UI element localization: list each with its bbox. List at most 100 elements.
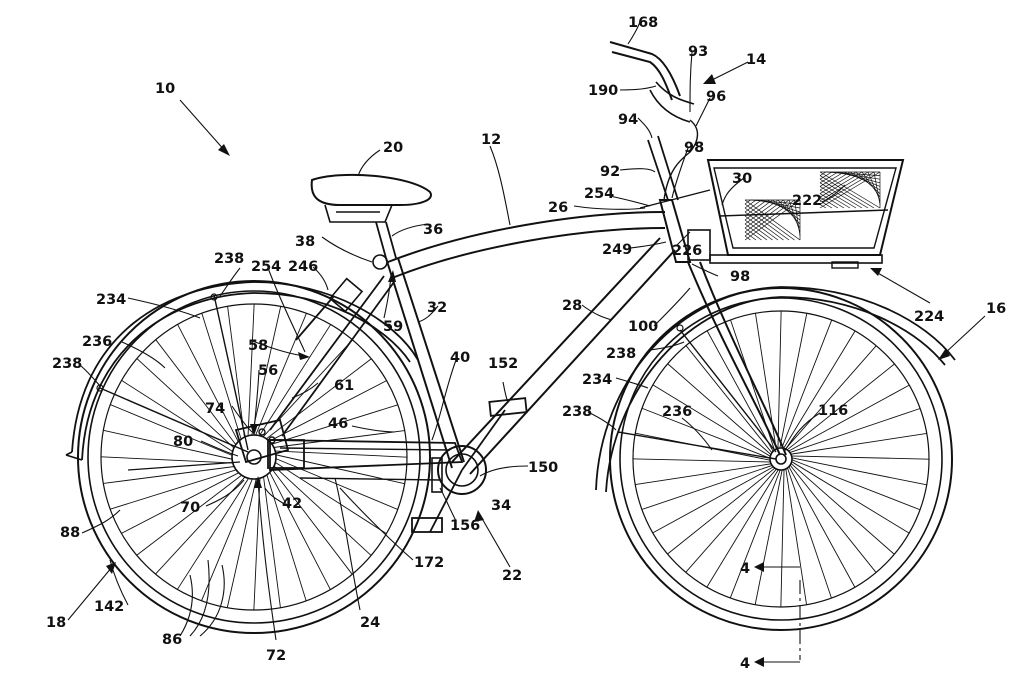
spoke — [685, 345, 774, 455]
mesh-line — [855, 171, 881, 194]
rear-wheel — [77, 280, 431, 634]
spoke — [270, 450, 408, 458]
spoke — [103, 429, 237, 461]
spoke — [706, 330, 775, 454]
spoke — [270, 462, 372, 556]
callout-93: 93 — [688, 44, 708, 60]
front-wheel-spokes — [632, 310, 930, 608]
spoke — [121, 470, 243, 534]
spoke — [787, 464, 856, 588]
spoke — [641, 407, 773, 460]
callout-98-lower: 98 — [730, 269, 750, 285]
callout-238-front-top: 238 — [606, 346, 636, 362]
spoke — [788, 432, 927, 455]
spoke — [778, 313, 808, 451]
callout-42: 42 — [282, 496, 302, 512]
callout-80: 80 — [173, 434, 193, 450]
spoke — [271, 456, 398, 510]
callout-12: 12 — [481, 132, 501, 148]
spoke — [110, 468, 241, 510]
basket-mesh-hatching — [744, 171, 881, 241]
callout-150: 150 — [528, 460, 558, 476]
spoke — [641, 464, 775, 510]
spoke — [786, 384, 910, 453]
leader-lines — [67, 21, 986, 663]
spoke — [253, 313, 307, 440]
spoke — [155, 339, 239, 449]
callout-86: 86 — [162, 632, 182, 648]
callout-26: 26 — [548, 200, 568, 216]
spoke — [201, 313, 243, 444]
callout-236-rear: 236 — [82, 334, 112, 350]
callout-238-front-left: 238 — [562, 404, 592, 420]
spoke — [667, 363, 773, 457]
callout-249: 249 — [602, 242, 632, 258]
callout-16: 16 — [986, 301, 1006, 317]
spoke — [136, 358, 238, 452]
callout-238-rear-top: 238 — [214, 251, 244, 267]
callout-24: 24 — [360, 615, 380, 631]
section-mark-4-lower: 4 — [740, 656, 750, 672]
callout-142: 142 — [94, 599, 124, 615]
spoke — [271, 459, 387, 535]
front-wheel — [609, 287, 953, 631]
callout-224: 224 — [914, 309, 944, 325]
spoke — [787, 408, 921, 454]
crankset — [411, 397, 528, 533]
spoke — [635, 463, 774, 486]
mesh-line — [819, 171, 881, 209]
spoke — [652, 384, 773, 458]
callout-59: 59 — [383, 319, 403, 335]
callout-254-top: 254 — [584, 186, 614, 202]
spoke — [780, 467, 785, 608]
callout-56: 56 — [258, 363, 278, 379]
spoke — [267, 404, 398, 446]
mesh-line — [744, 199, 801, 241]
callout-14: 14 — [746, 52, 766, 68]
mesh-line — [794, 199, 801, 237]
callout-92: 92 — [600, 164, 620, 180]
front-fender — [595, 286, 956, 493]
callout-234-rear: 234 — [96, 292, 126, 308]
callout-98-upper: 98 — [684, 140, 704, 156]
callout-20: 20 — [383, 140, 403, 156]
callout-94: 94 — [618, 112, 638, 128]
section-mark-4-upper: 4 — [740, 561, 750, 577]
callout-34: 34 — [491, 498, 511, 514]
rear-fender — [65, 281, 419, 471]
spoke — [706, 467, 780, 588]
callout-246: 246 — [288, 259, 318, 275]
spoke — [777, 310, 782, 451]
spoke — [100, 456, 238, 464]
spoke — [227, 306, 246, 442]
spoke — [256, 324, 332, 440]
spoke — [785, 466, 808, 605]
callout-234-front: 234 — [582, 372, 612, 388]
spoke — [786, 465, 832, 599]
callout-32: 32 — [427, 300, 447, 316]
spoke — [110, 404, 237, 458]
spoke — [780, 319, 833, 451]
callout-190: 190 — [588, 83, 618, 99]
spoke — [754, 313, 777, 452]
spoke — [177, 324, 241, 446]
spoke — [269, 430, 405, 449]
callout-46: 46 — [328, 416, 348, 432]
callout-18: 18 — [46, 615, 66, 631]
spoke — [632, 458, 773, 463]
arrow-heads — [106, 74, 950, 667]
spoke — [250, 306, 282, 440]
saddle — [310, 173, 432, 270]
front-basket — [639, 159, 905, 269]
mesh-line — [867, 171, 881, 201]
spoke — [103, 465, 239, 484]
spoke — [121, 379, 237, 455]
spoke — [262, 472, 281, 608]
spoke — [262, 358, 372, 442]
callout-172: 172 — [414, 555, 444, 571]
callout-100: 100 — [628, 319, 658, 335]
spoke — [136, 472, 246, 556]
rear-hub-assembly — [234, 277, 364, 469]
callout-238-rear-left: 238 — [52, 356, 82, 372]
